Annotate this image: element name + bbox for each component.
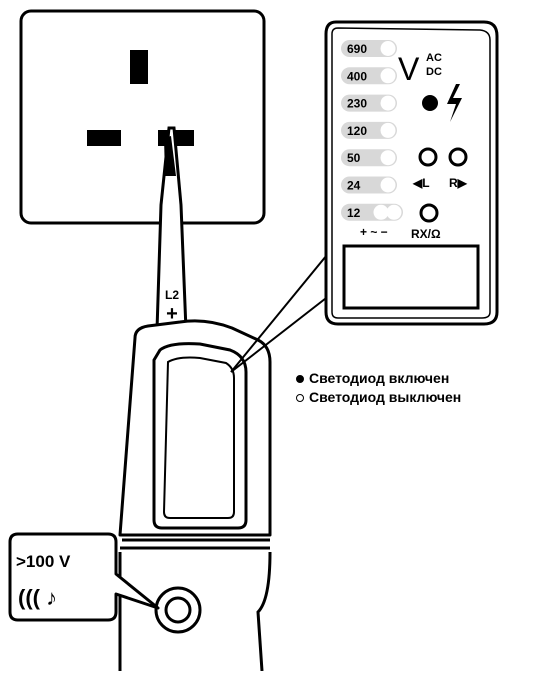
legend-led-on: Светодиод включен bbox=[296, 369, 461, 388]
scale-led-icon bbox=[386, 204, 402, 220]
scale-item: 400 bbox=[341, 67, 397, 85]
scale-led-icon bbox=[380, 177, 396, 193]
right-led-icon bbox=[448, 147, 468, 167]
scale-value: 230 bbox=[347, 97, 367, 111]
scale-item: 50 bbox=[341, 149, 397, 167]
scale-led-icon bbox=[380, 41, 396, 56]
scale-item: 24 bbox=[341, 176, 397, 194]
socket-outlet bbox=[19, 9, 266, 225]
probe-label: L2 bbox=[165, 288, 179, 302]
voltage-symbol: V bbox=[398, 51, 420, 87]
polarity-label: + ~ − bbox=[360, 225, 388, 239]
scale-led-icon bbox=[380, 122, 396, 138]
scale-item: 230 bbox=[341, 94, 397, 112]
hazard-voltage-label: >100 V bbox=[16, 552, 71, 571]
scale-value: 12 bbox=[347, 206, 361, 220]
ac-label: AC bbox=[426, 52, 442, 64]
scale-value: 50 bbox=[347, 151, 361, 165]
danger-led-icon bbox=[422, 95, 438, 111]
hazard-signal-icon: ((( ♪ bbox=[18, 585, 57, 610]
led-off-icon bbox=[296, 393, 304, 402]
scale-value: 690 bbox=[347, 42, 367, 56]
scale-value: 120 bbox=[347, 124, 367, 138]
scale-led-icon bbox=[380, 95, 396, 111]
rx-label: RX/Ω bbox=[411, 227, 441, 241]
probe-plus: + bbox=[166, 303, 178, 325]
right-indicator-label: R▶ bbox=[449, 176, 468, 190]
rx-led-icon bbox=[419, 203, 439, 223]
dc-label: DC bbox=[426, 66, 442, 78]
voltage-scale: 690 400 230 120 50 24 12 bbox=[341, 40, 403, 221]
socket-earth-slot bbox=[130, 50, 148, 84]
socket-neutral-slot bbox=[87, 130, 121, 146]
tester-display-window bbox=[152, 342, 248, 530]
lcd-area bbox=[342, 244, 480, 310]
scale-item: 12 bbox=[341, 203, 403, 221]
scale-led-icon bbox=[373, 204, 389, 220]
left-indicator-label: ◀L bbox=[412, 176, 430, 190]
scale-led-icon bbox=[380, 150, 396, 166]
scale-pill bbox=[341, 203, 403, 221]
scale-value: 400 bbox=[347, 69, 367, 83]
led-on-icon bbox=[296, 374, 304, 383]
left-led-icon bbox=[418, 147, 438, 167]
hazard-callout: >100 V ((( ♪ bbox=[8, 532, 160, 622]
scale-item: 120 bbox=[341, 121, 397, 139]
led-legend: Светодиод включен Светодиод выключен bbox=[296, 369, 461, 407]
display-panel: 690 400 230 120 50 24 12 V AC DC ◀L R▶ RX/Ω + … bbox=[324, 20, 499, 326]
legend-led-on-label: Светодиод включен bbox=[309, 370, 450, 386]
scale-value: 24 bbox=[347, 179, 361, 193]
lightning-icon bbox=[447, 84, 462, 122]
legend-led-off-label: Светодиод выключен bbox=[309, 389, 462, 405]
scale-led-icon bbox=[380, 68, 396, 84]
scale-item: 690 bbox=[341, 40, 397, 57]
legend-led-off: Светодиод выключен bbox=[296, 388, 461, 407]
tester-body bbox=[118, 319, 272, 672]
callout-lines bbox=[230, 249, 332, 373]
